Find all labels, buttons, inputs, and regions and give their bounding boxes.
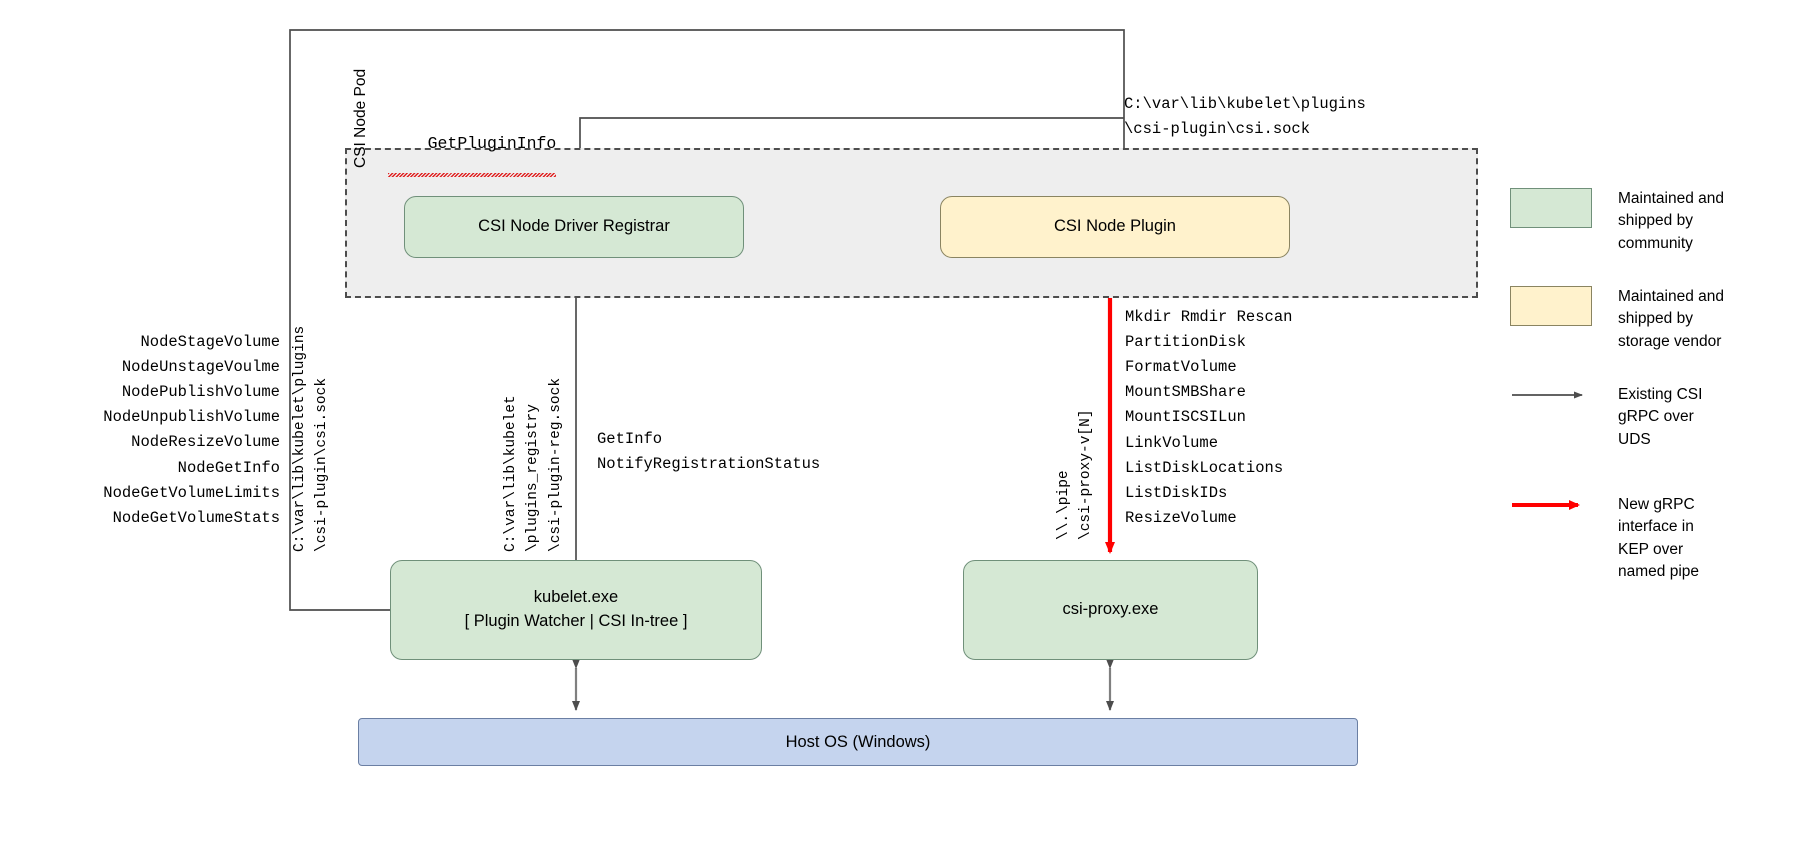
kubelet-exe-sublabel: [ Plugin Watcher | CSI In-tree ]	[464, 612, 688, 630]
kubelet-registry-sock-path-label: C:\var\lib\kubelet \plugins_registry \cs…	[503, 377, 564, 552]
legend-item-new-grpc: New gRPC interface in KEP over named pip…	[1510, 494, 1699, 584]
csi-proxy-exe-label: csi-proxy.exe	[1062, 600, 1159, 619]
legend-item-existing-csi: Existing CSI gRPC over UDS	[1510, 384, 1702, 451]
csi-node-driver-registrar-box[interactable]: CSI Node Driver Registrar	[404, 196, 744, 258]
kubelet-exe-box[interactable]: kubelet.exe [ Plugin Watcher | CSI In-tr…	[390, 560, 762, 660]
host-os-label: Host OS (Windows)	[785, 732, 931, 751]
kubelet-csi-sock-path-label: C:\var\lib\kubelet\plugins \csi-plugin\c…	[292, 325, 331, 552]
legend-label-existing-csi: Existing CSI gRPC over UDS	[1618, 386, 1703, 448]
get-plugin-info-text: GetPluginInfo	[427, 134, 557, 153]
node-service-operations-list: NodeStageVolume NodeUnstageVoulme NodePu…	[103, 333, 280, 527]
legend-arrow-gray-icon	[1510, 384, 1592, 406]
legend-arrow-red-icon	[1510, 494, 1592, 516]
legend-item-community: Maintained and shipped by community	[1510, 188, 1724, 255]
csi-proxy-exe-box[interactable]: csi-proxy.exe	[963, 560, 1258, 660]
legend-label-community: Maintained and shipped by community	[1618, 190, 1724, 252]
get-plugin-info-label: GetPluginInfo	[388, 115, 557, 215]
csi-proxy-operations-list: Mkdir Rmdir Rescan PartitionDisk FormatV…	[1125, 308, 1293, 527]
legend-item-vendor: Maintained and shipped by storage vendor	[1510, 286, 1724, 353]
csi-proxy-named-pipe-label: \\.\pipe \csi-proxy-v[N]	[1056, 409, 1095, 540]
kubelet-exe-label: kubelet.exe	[533, 588, 619, 607]
legend-swatch-cream-icon	[1510, 286, 1592, 326]
legend-swatch-green-icon	[1510, 188, 1592, 228]
kubelet-registration-calls-label: GetInfo NotifyRegistrationStatus	[597, 430, 821, 474]
host-os-box[interactable]: Host OS (Windows)	[358, 718, 1358, 766]
csi-plugin-socket-path-label: C:\var\lib\kubelet\plugins \csi-plugin\c…	[1124, 95, 1366, 139]
csi-node-plugin-box[interactable]: CSI Node Plugin	[940, 196, 1290, 258]
spellcheck-squiggle	[388, 173, 557, 177]
csi-node-pod-label: CSI Node Pod	[352, 68, 369, 168]
csi-node-plugin-label: CSI Node Plugin	[1054, 217, 1176, 236]
csi-node-driver-registrar-label: CSI Node Driver Registrar	[478, 217, 670, 236]
legend-label-vendor: Maintained and shipped by storage vendor	[1618, 288, 1724, 350]
legend-label-new-grpc: New gRPC interface in KEP over named pip…	[1618, 496, 1700, 581]
